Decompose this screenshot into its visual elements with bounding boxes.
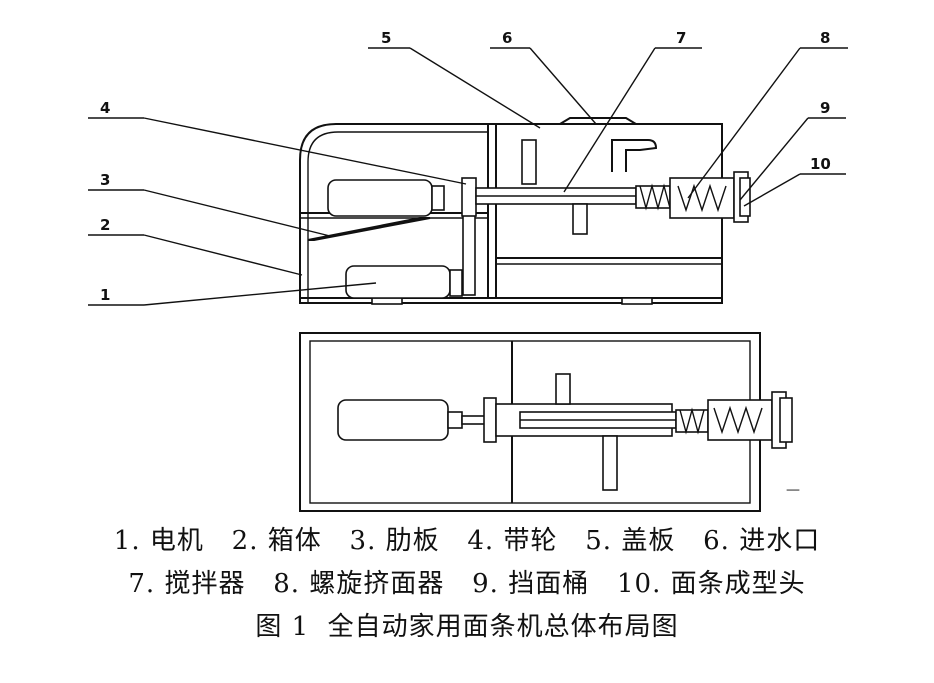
callout-1: 1 [100,286,110,304]
callout-3: 3 [100,171,110,189]
side-view [299,117,751,305]
callout-8: 8 [820,29,830,47]
callout-7: 7 [676,29,686,47]
leader-lines [88,47,848,306]
box-housing [299,123,723,304]
layout-drawing: 1 2 3 4 5 6 7 8 9 10 — [88,29,848,512]
legend-row-1: 1. 电机 2. 箱体 3. 肋板 4. 带轮 5. 盖板 6. 进水口 [113,526,821,556]
water-inlet [611,139,658,172]
callout-labels: 1 2 3 4 5 6 7 8 9 10 [100,29,831,304]
figure-title: 图 1 全自动家用面条机总体布局图 [255,612,679,642]
callout-4: 4 [100,99,110,117]
motor [345,265,451,299]
callout-2: 2 [100,216,110,234]
rib-plate [307,217,431,241]
legend-row-2: 7. 搅拌器 8. 螺旋挤面器 9. 挡面桶 10. 面条成型头 [128,569,806,599]
cover-plate [559,117,637,125]
top-view: — [299,332,800,512]
stray-mark: — [786,482,800,498]
callout-9: 9 [820,99,830,117]
callout-6: 6 [502,29,512,47]
callout-10: 10 [810,155,831,173]
callout-5: 5 [381,29,391,47]
top-view-motor [337,399,449,441]
upper-motor [327,179,433,217]
